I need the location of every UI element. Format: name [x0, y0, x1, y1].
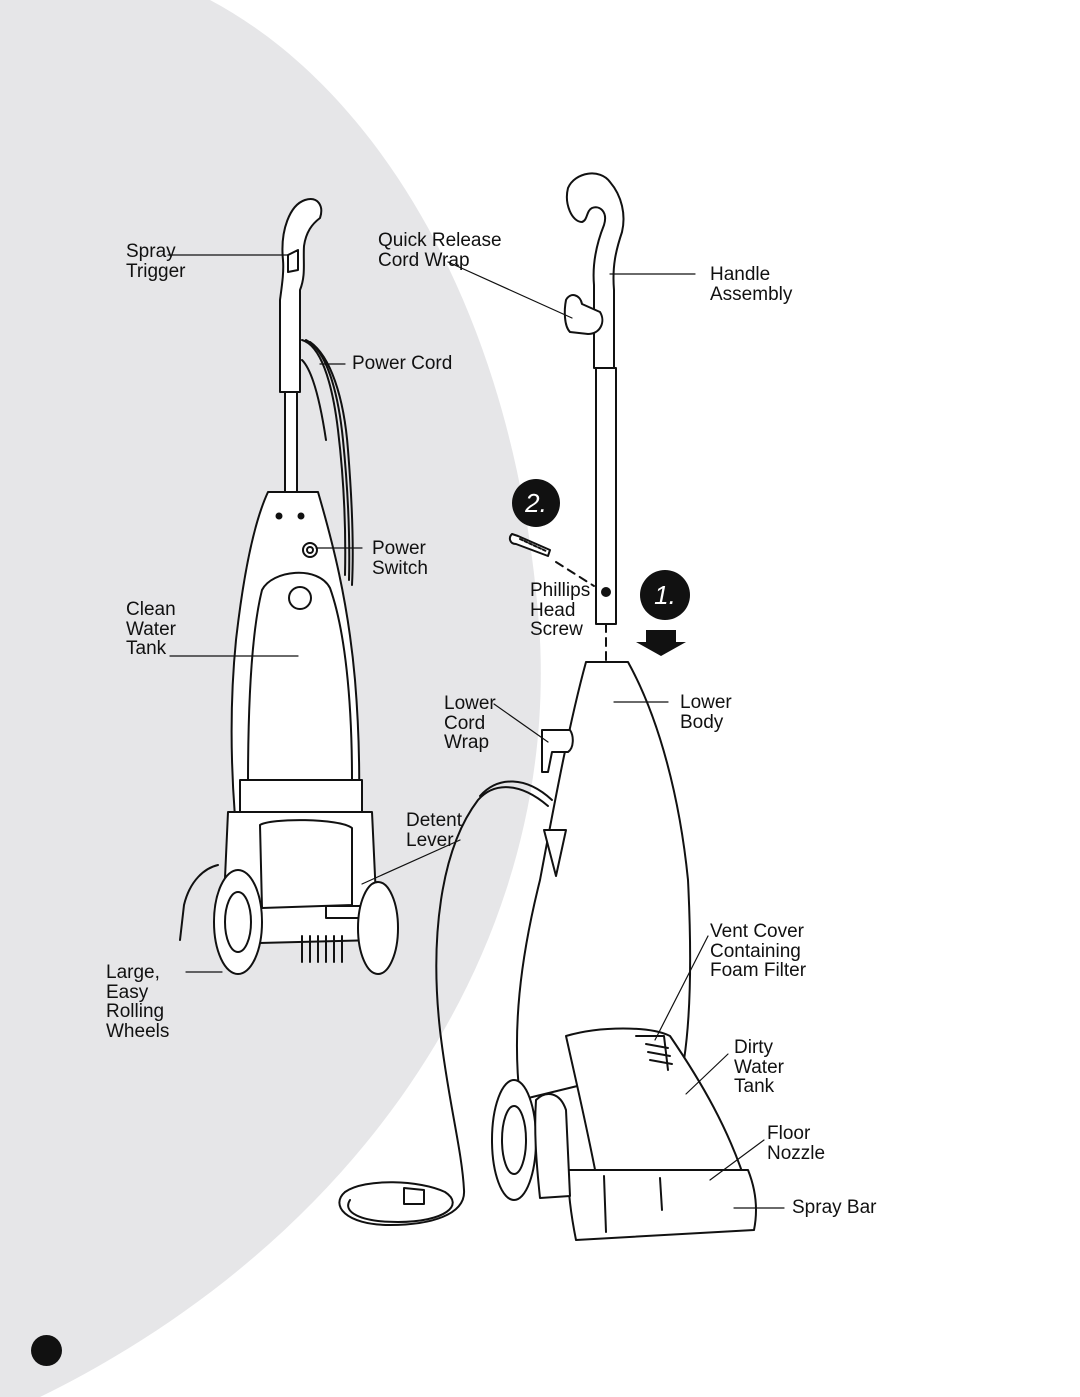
label-large-wheels: Large, Easy Rolling Wheels	[106, 962, 170, 1042]
label-handle-assembly: Handle Assembly	[710, 264, 793, 305]
down-arrow	[636, 630, 686, 656]
label-clean-water-tank: Clean Water Tank	[126, 599, 176, 659]
label-power-switch: Power Switch	[372, 538, 428, 579]
assembled-cleaner	[179, 198, 399, 975]
step-1-badge: 1.	[640, 570, 690, 620]
label-detent-lever: Detent Lever	[406, 810, 462, 851]
step-2-badge: 2.	[512, 479, 560, 527]
phillips-screw-part	[508, 533, 595, 587]
label-vent-cover: Vent Cover Containing Foam Filter	[710, 921, 807, 981]
label-lower-body: Lower Body	[680, 692, 732, 733]
label-spray-bar: Spray Bar	[792, 1197, 877, 1218]
lower-body-part	[338, 661, 757, 1241]
label-lower-cord-wrap: Lower Cord Wrap	[444, 693, 496, 753]
label-floor-nozzle: Floor Nozzle	[767, 1123, 826, 1164]
handle-assembly-part	[563, 172, 625, 625]
page-marker-dot	[31, 1335, 62, 1366]
label-power-cord: Power Cord	[352, 353, 453, 374]
label-spray-trigger: Spray Trigger	[126, 241, 186, 282]
label-phillips-head-screw: Phillips Head Screw	[530, 580, 591, 640]
label-quick-release-cord-wrap: Quick Release Cord Wrap	[378, 230, 502, 271]
label-dirty-water-tank: Dirty Water Tank	[734, 1037, 784, 1097]
